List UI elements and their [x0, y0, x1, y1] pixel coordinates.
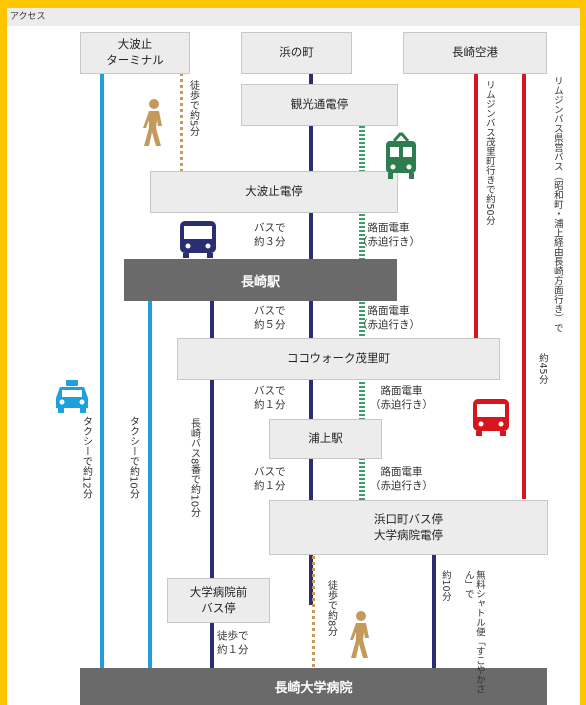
- walk-route-line-5min: [180, 73, 183, 181]
- walk-5min-label: 徒歩で約5分: [187, 80, 199, 137]
- shuttle-label: 無料シャトル便「すこやかさん」で: [462, 570, 485, 694]
- station-hamanomachi: 浜の町: [241, 32, 352, 74]
- nagasaki-bus-8-label: 長崎バス8番で約10分: [188, 418, 200, 518]
- station-nagasaki-airport: 長崎空港: [403, 32, 547, 74]
- bus-1min-label-a: バスで 約１分: [254, 385, 286, 411]
- station-hospital-bus-stop: 大学病院前 バス停: [167, 578, 270, 623]
- limousine-bus-icon: [473, 399, 509, 436]
- access-map: アクセス 大波止 ターミナル 浜の町 長崎空港 観光通電停 大波止電停 長崎駅 …: [7, 8, 580, 705]
- taxi-icon: [56, 380, 88, 413]
- walk-route-line-8min: [312, 538, 315, 676]
- station-hamaguchi: 浜口町バス停 大学病院電停: [269, 500, 548, 555]
- station-nagasaki: 長崎駅: [124, 259, 397, 301]
- bus-1min-label-b: バスで 約１分: [254, 466, 286, 492]
- bus-icon: [180, 221, 216, 258]
- walk-1min-label: 徒歩で 約１分: [217, 630, 249, 656]
- station-cocowalk-morimachi: ココウォーク茂里町: [177, 338, 500, 380]
- station-ohato-tram-stop: 大波止電停: [150, 171, 398, 213]
- bus-3min-label: バスで 約３分: [254, 222, 286, 248]
- bus-5min-label: バスで 約５分: [254, 305, 286, 331]
- walker-icon: [143, 99, 162, 146]
- limousine-45min-label: リムジンバス県営バス（昭和町・浦上経由長崎方面行き）で: [551, 76, 563, 333]
- tram-icon: [386, 132, 416, 179]
- taxi-10min-label: タクシーで約10分: [127, 416, 139, 499]
- taxi-12min-label: タクシーで約12分: [80, 416, 92, 499]
- page-title: アクセス: [7, 8, 580, 26]
- tram-label-4: 路面電車 （赤迫行き）: [370, 466, 433, 492]
- taxi-route-line-10min: [148, 291, 152, 678]
- limousine-route-line-50min: [474, 73, 478, 341]
- walker-icon: [350, 611, 369, 658]
- limousine-route-line-45min: [522, 73, 526, 499]
- station-urakami: 浦上駅: [269, 419, 382, 459]
- limousine-50min-label: リムジンバス茂里町行きで約50分: [483, 80, 495, 226]
- tram-route-line: [359, 118, 365, 538]
- shuttle-time-label: 約10分: [439, 570, 451, 602]
- station-kanko-tram-stop: 観光通電停: [241, 84, 398, 126]
- tram-label-1: 路面電車 （赤迫行き）: [357, 222, 420, 248]
- taxi-route-line-12min: [100, 73, 104, 678]
- shuttle-route-line: [432, 538, 436, 676]
- tram-label-3: 路面電車 （赤迫行き）: [370, 385, 433, 411]
- bus-route-line-nagasaki: [210, 291, 214, 677]
- limousine-45min-time: 約45分: [536, 353, 548, 385]
- station-ohato-terminal: 大波止 ターミナル: [80, 32, 190, 74]
- destination-nagasaki-university-hospital: 長崎大学病院: [80, 668, 547, 705]
- walk-8min-label: 徒歩で約8分: [325, 580, 337, 637]
- tram-label-2: 路面電車 （赤迫行き）: [357, 305, 420, 331]
